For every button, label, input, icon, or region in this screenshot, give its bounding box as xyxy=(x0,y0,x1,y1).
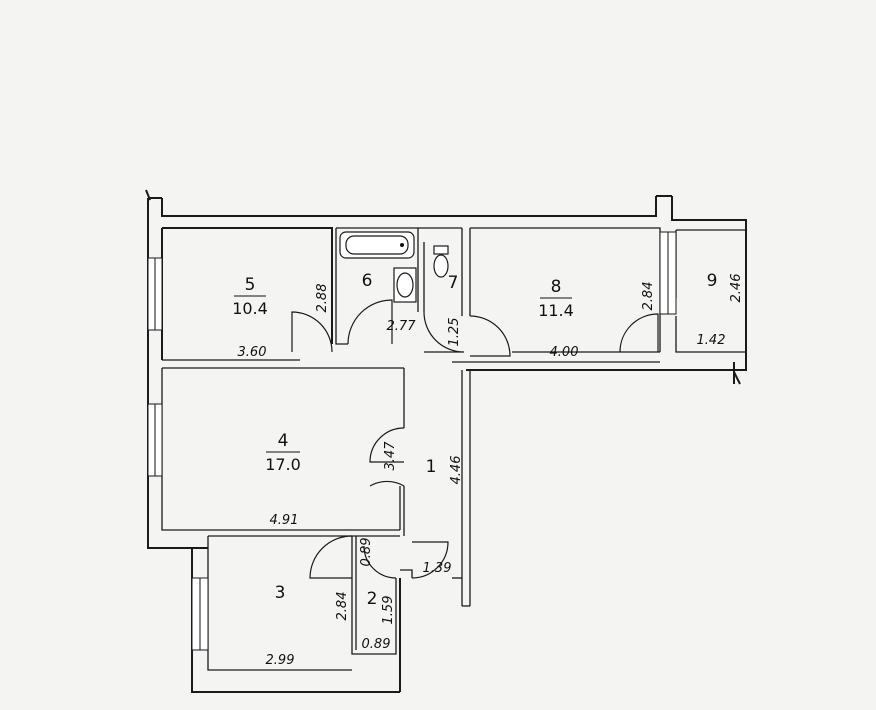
outer-walls xyxy=(145,189,747,693)
door-room2b xyxy=(363,545,397,579)
dim-room6-width: 2.77 xyxy=(387,319,417,334)
room-9-number: 9 xyxy=(707,271,718,291)
room-3-number: 3 xyxy=(275,583,286,603)
room-5-number: 5 xyxy=(245,275,256,295)
room-8-area: 11.4 xyxy=(538,301,574,320)
windows xyxy=(147,231,677,651)
dim-room9-depth: 2.46 xyxy=(729,274,744,303)
dim-room3-width: 2.99 xyxy=(266,653,295,668)
room-7-number: 7 xyxy=(448,273,459,293)
dim-room5-width: 3.60 xyxy=(238,345,267,360)
dim-room3-depth: 2.84 xyxy=(335,592,350,621)
dim-room9-width: 1.42 xyxy=(697,333,726,348)
dim-room2-depth: 1.59 xyxy=(381,596,396,625)
room-6-number: 6 xyxy=(362,271,373,291)
room-labels: 5 10.4 6 7 8 11.4 9 4 17.0 1 3 2 xyxy=(232,271,717,609)
bath-fixtures xyxy=(339,231,449,303)
door-room5 xyxy=(291,311,333,353)
dim-hall-length: 4.46 xyxy=(449,456,464,485)
door-room4b xyxy=(369,480,405,487)
toilet-tank-icon xyxy=(433,245,449,255)
door-room8 xyxy=(619,313,659,353)
doors xyxy=(291,299,659,579)
dim-room2-width: 0.89 xyxy=(362,637,391,652)
room-4-area: 17.0 xyxy=(265,455,301,474)
door-room7 xyxy=(423,311,465,353)
door-room2 xyxy=(411,541,449,579)
door-room3 xyxy=(309,535,353,579)
room-2-number: 2 xyxy=(367,589,378,609)
door-room7b xyxy=(469,315,511,357)
dim-room8-depth: 2.84 xyxy=(641,282,656,311)
dim-room4-width: 4.91 xyxy=(270,513,299,528)
dim-room2-top: 0.89 xyxy=(359,538,374,567)
dim-room8-width: 4.00 xyxy=(550,345,579,360)
dim-hall-width: 1.39 xyxy=(423,561,452,576)
room-5-area: 10.4 xyxy=(232,299,268,318)
room-4-number: 4 xyxy=(278,431,289,451)
room-8-number: 8 xyxy=(551,277,562,297)
dim-room7-width: 1.25 xyxy=(447,318,462,347)
room-1-number: 1 xyxy=(426,457,437,477)
dim-room5-depth: 2.88 xyxy=(315,284,330,313)
door-room4 xyxy=(369,427,405,463)
dim-room4-depth: 3.47 xyxy=(383,441,398,471)
door-room6 xyxy=(347,299,393,345)
dimensions: 3.60 2.88 2.77 1.25 4.00 2.84 1.42 2.46 … xyxy=(238,274,744,668)
toilet-icon xyxy=(433,254,449,278)
